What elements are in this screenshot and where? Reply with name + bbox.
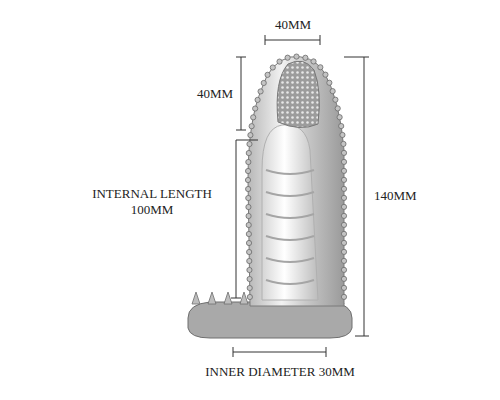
surface-nub bbox=[341, 231, 346, 236]
surface-nub bbox=[247, 294, 252, 299]
dimension-label: 140MM bbox=[374, 188, 417, 204]
surface-nub bbox=[294, 54, 299, 59]
surface-nub bbox=[255, 97, 260, 102]
surface-nub bbox=[246, 222, 251, 227]
inner-rib bbox=[266, 170, 314, 174]
dimension-label: INNER DIAMETER 30MM bbox=[205, 364, 355, 380]
inner-rib bbox=[266, 192, 314, 196]
surface-nub bbox=[341, 294, 346, 299]
surface-nub bbox=[341, 150, 346, 155]
surface-nub bbox=[330, 89, 335, 94]
surface-nub bbox=[246, 231, 251, 236]
dimension-label: 40MM bbox=[275, 17, 311, 33]
surface-nub bbox=[341, 177, 346, 182]
inner-rib bbox=[266, 280, 314, 284]
inner-ribs bbox=[266, 170, 314, 284]
surface-nub bbox=[341, 249, 346, 254]
surface-nub bbox=[341, 222, 346, 227]
surface-nub bbox=[341, 168, 346, 173]
surface-nub bbox=[245, 168, 250, 173]
surface-nub bbox=[248, 133, 253, 138]
surface-nub bbox=[247, 141, 252, 146]
surface-nub bbox=[341, 240, 346, 245]
inner-rib bbox=[266, 236, 314, 240]
surface-nub bbox=[341, 258, 346, 263]
surface-nub bbox=[277, 59, 282, 64]
textured-tip bbox=[277, 61, 319, 127]
flange-spike bbox=[240, 292, 248, 304]
surface-nub bbox=[339, 123, 344, 128]
surface-nub bbox=[311, 59, 316, 64]
surface-nub bbox=[318, 65, 323, 70]
surface-nub bbox=[341, 285, 346, 290]
surface-nub bbox=[341, 276, 346, 281]
surface-nub bbox=[258, 89, 263, 94]
surface-nub bbox=[261, 80, 266, 85]
dimension-label: 40MM bbox=[197, 86, 233, 102]
surface-nub bbox=[327, 80, 332, 85]
surface-nub bbox=[303, 55, 308, 60]
surface-nub bbox=[340, 132, 345, 137]
surface-nub bbox=[249, 124, 254, 129]
inner-rib bbox=[266, 214, 314, 218]
surface-nub bbox=[251, 115, 256, 120]
surface-nub bbox=[333, 97, 338, 102]
surface-nub bbox=[245, 177, 250, 182]
dimension-lines bbox=[231, 35, 369, 357]
surface-nub bbox=[323, 72, 328, 77]
surface-nub bbox=[246, 195, 251, 200]
surface-nub bbox=[341, 159, 346, 164]
surface-nub bbox=[341, 195, 346, 200]
surface-nub bbox=[246, 150, 251, 155]
surface-nub bbox=[337, 115, 342, 120]
surface-nub bbox=[341, 141, 346, 146]
surface-nub bbox=[247, 267, 252, 272]
surface-nub bbox=[341, 204, 346, 209]
surface-nub bbox=[247, 276, 252, 281]
inner-channel bbox=[262, 125, 318, 300]
surface-nub bbox=[246, 240, 251, 245]
surface-nub bbox=[247, 258, 252, 263]
sleeve-body bbox=[248, 57, 344, 306]
surface-nub bbox=[247, 249, 252, 254]
surface-nub bbox=[246, 213, 251, 218]
surface-nub bbox=[246, 204, 251, 209]
surface-nub bbox=[270, 65, 275, 70]
surface-nub bbox=[247, 285, 252, 290]
flange-spike bbox=[192, 292, 200, 304]
flange-spike bbox=[208, 292, 216, 304]
surface-nub bbox=[265, 72, 270, 77]
dimension-label: INTERNAL LENGTH 100MM bbox=[87, 186, 217, 218]
surface-nub bbox=[335, 106, 340, 111]
inner-rib bbox=[266, 258, 314, 262]
flange-spike bbox=[224, 292, 232, 304]
surface-nub bbox=[341, 186, 346, 191]
surface-nub bbox=[341, 267, 346, 272]
surface-nub bbox=[285, 55, 290, 60]
surface-nub bbox=[246, 159, 251, 164]
base-flange bbox=[188, 302, 352, 338]
surface-nub bbox=[253, 106, 258, 111]
surface-nubs bbox=[245, 54, 346, 300]
surface-nub bbox=[341, 213, 346, 218]
surface-nub bbox=[246, 186, 251, 191]
